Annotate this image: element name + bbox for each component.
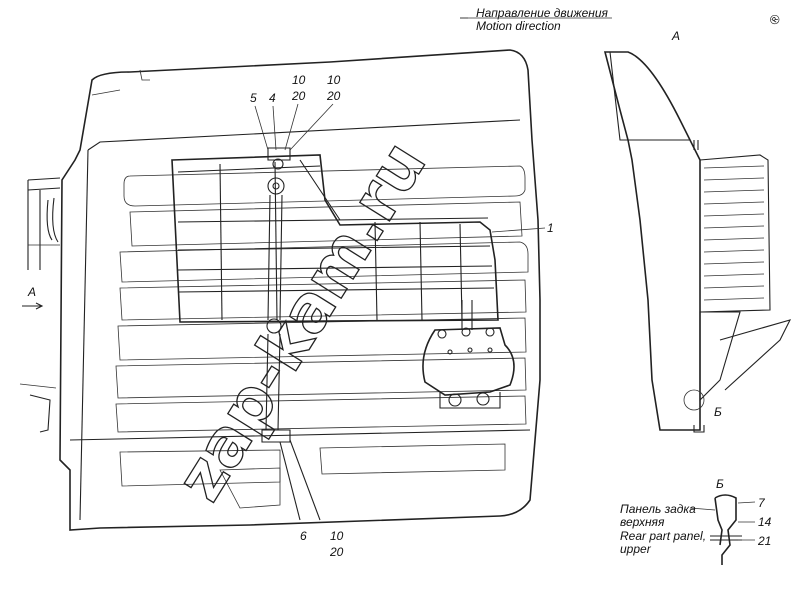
callout-1: 1	[547, 221, 554, 235]
callout-7: 7	[758, 496, 766, 510]
callout-20-top2: 20	[326, 89, 341, 103]
leader-1	[491, 227, 546, 233]
view-arrow-label: А	[27, 285, 36, 299]
panel-label-ru-1: Панель задка	[620, 502, 696, 516]
callout-10-top: 10	[292, 73, 306, 87]
detail-b: Б Панель задка верхняя Rear part panel, …	[620, 477, 772, 565]
heater-unit	[422, 300, 515, 409]
callout-14: 14	[758, 515, 772, 529]
detail-b-circle	[683, 389, 705, 411]
panel-label-en-1: Rear part panel,	[620, 529, 706, 543]
cab-rear-wall	[59, 49, 541, 531]
motion-direction-header: Направление движения Motion direction	[460, 6, 612, 33]
leader-10-20-b	[289, 103, 334, 151]
panel-label-en-2: upper	[620, 542, 652, 556]
detail-b-title: Б	[716, 477, 724, 491]
direction-label-ru: Направление движения	[476, 6, 609, 20]
view-a: А Б	[603, 29, 792, 433]
watermark-mark: ®	[766, 11, 784, 27]
callout-10-top2: 10	[327, 73, 341, 87]
leader-5	[254, 105, 269, 151]
leader-10-20	[284, 103, 299, 151]
main-callouts: 5 4 10 20 10 20 1 6 10 20 А	[22, 73, 554, 559]
direction-label-en: Motion direction	[476, 19, 561, 33]
callout-20-top: 20	[291, 89, 306, 103]
detail-b-mark: Б	[714, 405, 722, 419]
view-a-title: А	[671, 29, 680, 43]
watermark: zap-kam.ru ®	[162, 11, 784, 514]
callout-21: 21	[757, 534, 771, 548]
panel-label-ru-2: верхняя	[620, 515, 665, 529]
mounting-frame	[171, 154, 499, 323]
callout-4: 4	[269, 91, 276, 105]
callout-6: 6	[300, 529, 307, 543]
callout-10-bot: 10	[330, 529, 344, 543]
leader-4	[272, 105, 277, 151]
left-pipes	[19, 177, 61, 433]
callout-20-bot: 20	[329, 545, 344, 559]
view-arrow	[22, 302, 44, 310]
mounting-strap	[261, 147, 321, 521]
callout-5: 5	[250, 91, 257, 105]
